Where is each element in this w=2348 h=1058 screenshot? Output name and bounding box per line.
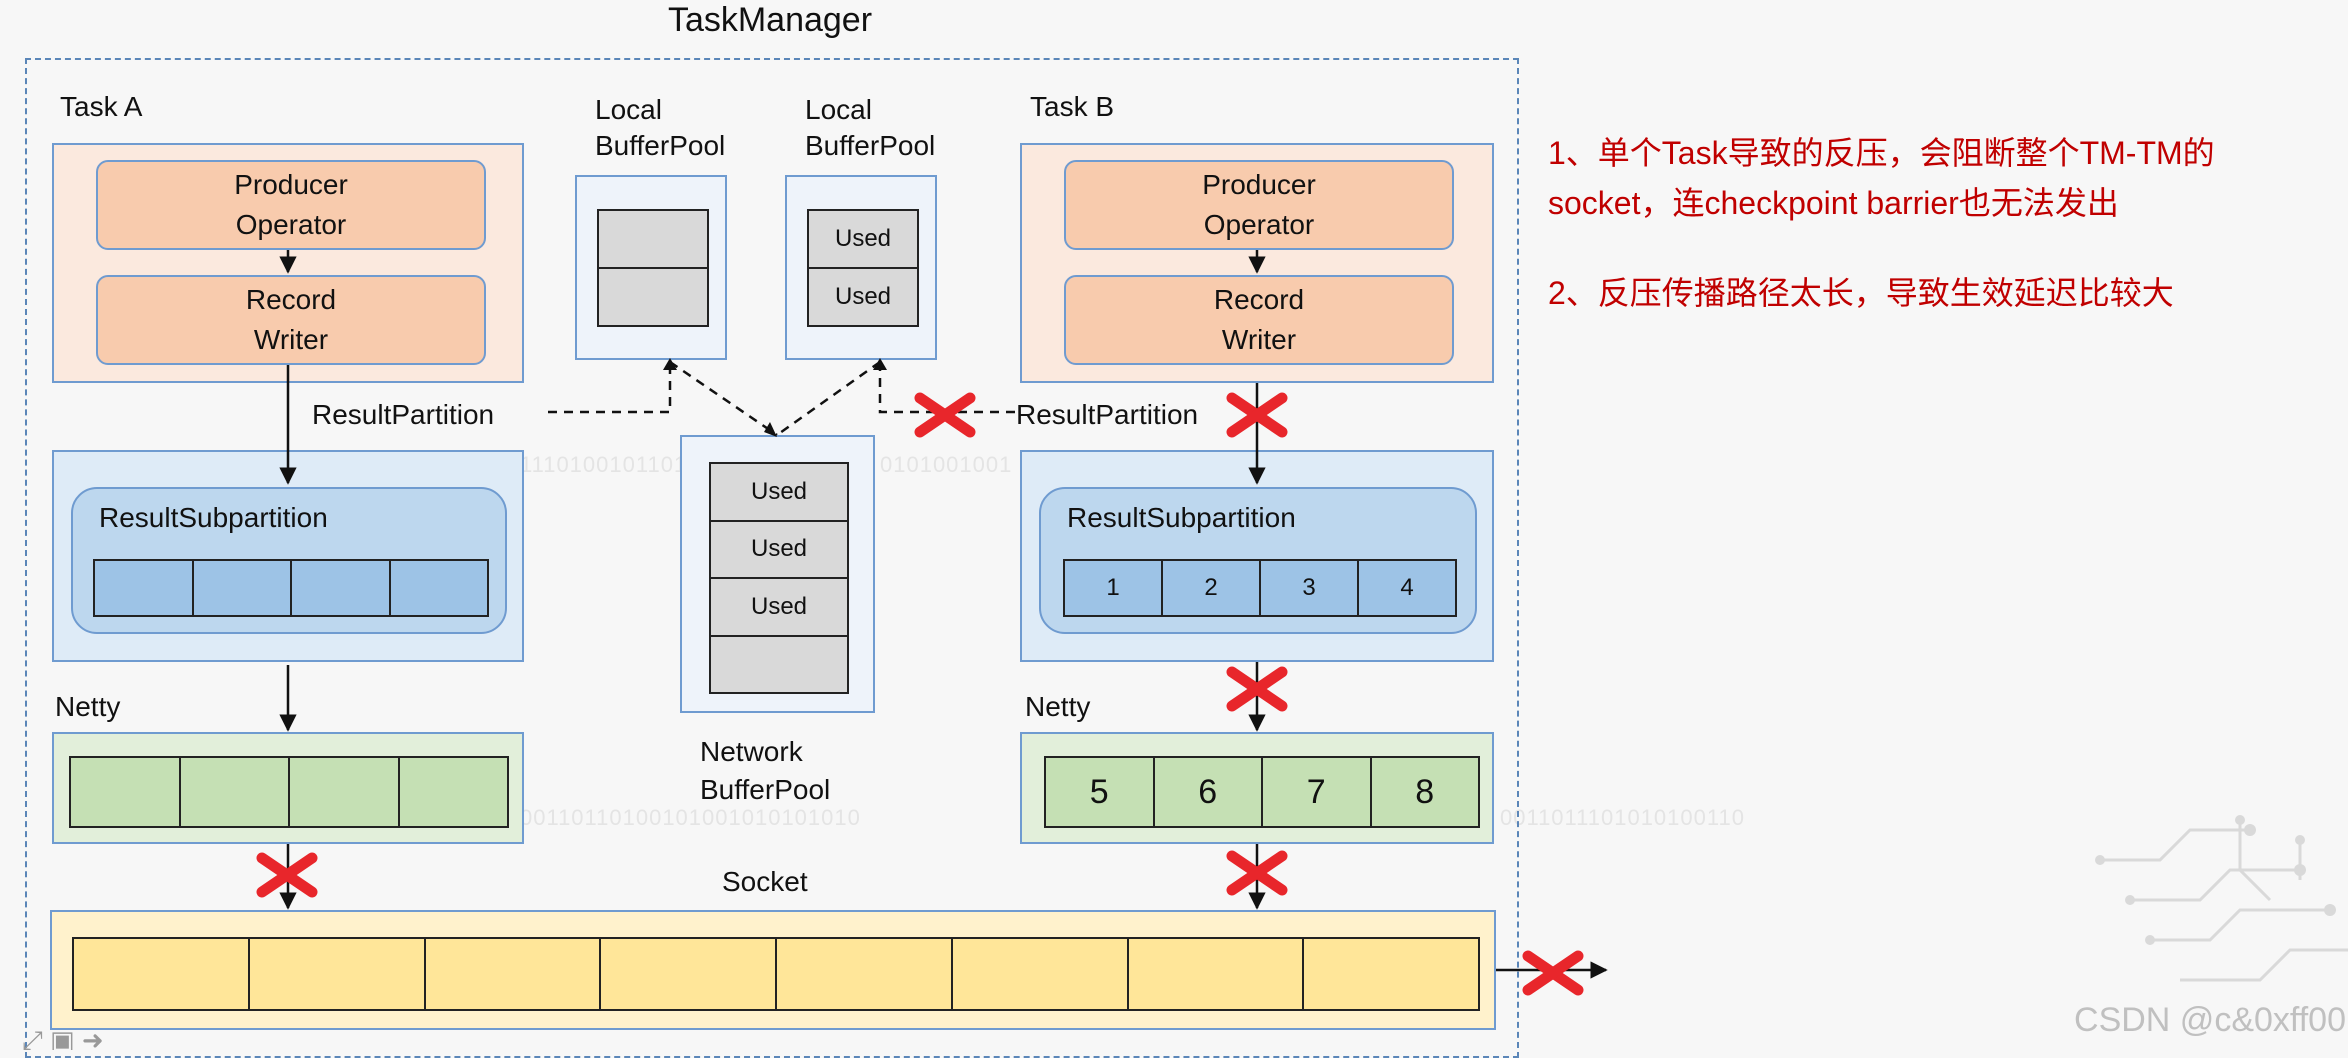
task-b-result-subpartition: ResultSubpartition 1 2 3 4: [1039, 487, 1477, 634]
result-partition-a-label: ResultPartition: [312, 399, 495, 430]
socket-cell: [249, 939, 426, 1009]
netty-cell: [180, 758, 290, 826]
dash-pool1-to-network: [669, 360, 778, 437]
cross-b-subpartition-netty: [1226, 666, 1288, 712]
cross-pool2-link: [914, 392, 976, 438]
netty-b-buffers: 5 6 7 8: [1044, 756, 1480, 828]
result-subpartition-b-label: ResultSubpartition: [1067, 502, 1296, 533]
csdn-watermark: CSDN @c&0xff00: [2074, 1001, 2346, 1039]
netty-cell: 6: [1154, 758, 1263, 826]
netty-cell: 8: [1371, 758, 1478, 826]
dash-pool2-to-network: [776, 360, 881, 437]
task-b-panel: Producer Operator Record Writer: [1020, 143, 1494, 383]
buffer-cell: [193, 561, 292, 615]
cross-b-netty-socket: [1226, 850, 1288, 896]
local-buffer-pool-1: [575, 175, 727, 360]
network-pool-buffers: Used Used Used: [709, 462, 849, 694]
buffer-cell: 3: [1261, 561, 1359, 615]
buffer-cell: 4: [1359, 561, 1455, 615]
cross-a-netty-socket: [256, 852, 318, 898]
netty-a-buffers: [69, 756, 509, 828]
task-b-label: Task B: [1030, 91, 1115, 122]
note-2: 2、反压传播路径太长，导致生效延迟比较大: [1548, 275, 2174, 311]
result-subpartition-a-label: ResultSubpartition: [99, 502, 328, 533]
taskmanager-title: TaskManager: [667, 1, 873, 39]
netty-a-label: Netty: [55, 691, 121, 722]
buffer-cell: [292, 561, 391, 615]
cross-socket-out: [1522, 950, 1584, 996]
socket-cell: [952, 939, 1129, 1009]
task-a-result-partition: ResultSubpartition: [52, 450, 524, 662]
dash-arrowhead: [663, 358, 677, 370]
pool-buffer: [599, 211, 707, 269]
local-buffer-pool-2: Used Used: [785, 175, 937, 360]
local-pool-1-label: Local BufferPool: [595, 94, 726, 161]
task-b-producer-operator: Producer Operator: [1064, 160, 1454, 250]
socket-cell: [74, 939, 250, 1009]
pool-buffer: Used: [711, 579, 847, 637]
binary-watermark: 0011011101010100110: [1500, 805, 1745, 830]
socket-cell: [601, 939, 777, 1009]
local-pool-1-buffers: [597, 209, 709, 327]
netty-cell: [71, 758, 181, 826]
network-pool-label: Network BufferPool: [700, 736, 831, 805]
task-b-record-writer: Record Writer: [1064, 275, 1454, 365]
socket-cell: [1304, 939, 1478, 1009]
dash-arrowhead: [873, 358, 887, 370]
task-a-netty: [52, 732, 524, 844]
socket: [50, 910, 1496, 1030]
netty-cell: [399, 758, 507, 826]
netty-b-label: Netty: [1025, 691, 1091, 722]
dash-arrowhead: [764, 422, 777, 437]
cross-b-partition: [1226, 392, 1288, 438]
netty-cell: [290, 758, 400, 826]
netty-cell: 7: [1263, 758, 1372, 826]
local-pool-2-label: Local BufferPool: [805, 94, 936, 161]
local-pool-2-buffers: Used Used: [807, 209, 919, 327]
socket-cell: [425, 939, 602, 1009]
note-1: 1、单个Task导致的反压，会阻断整个TM-TM的socket，连checkpo…: [1548, 135, 2215, 221]
socket-buffers: [72, 937, 1480, 1011]
socket-cell: [777, 939, 953, 1009]
dash-partition-a-to-pool1: [548, 362, 672, 414]
task-a-producer-operator: Producer Operator: [96, 160, 486, 250]
buffer-cell: [390, 561, 487, 615]
result-partition-b-label: ResultPartition: [1016, 399, 1199, 430]
buffer-cell: [95, 561, 194, 615]
pool-buffer: Used: [711, 522, 847, 579]
pool-buffer: Used: [711, 464, 847, 522]
task-a-label: Task A: [60, 91, 143, 122]
subpartition-a-buffers: [93, 559, 489, 617]
socket-label: Socket: [722, 866, 808, 897]
pool-buffer: Used: [834, 283, 892, 310]
task-a-result-subpartition: ResultSubpartition: [71, 487, 507, 634]
task-b-netty: 5 6 7 8: [1020, 732, 1494, 844]
network-buffer-pool: Used Used Used: [680, 435, 875, 713]
slide-nav-icons[interactable]: ⤢ ▣ ➜: [22, 1030, 104, 1050]
socket-cell: [1128, 939, 1305, 1009]
buffer-cell: 1: [1065, 561, 1163, 615]
binary-watermark: 00110110100101001010101010: [520, 805, 861, 830]
task-b-result-partition: ResultSubpartition 1 2 3 4: [1020, 450, 1494, 662]
netty-cell: 5: [1046, 758, 1155, 826]
binary-watermark: 0101001001: [880, 452, 1013, 477]
buffer-cell: 2: [1163, 561, 1261, 615]
subpartition-b-buffers: 1 2 3 4: [1063, 559, 1457, 617]
task-a-record-writer: Record Writer: [96, 275, 486, 365]
dash-partition-b-to-pool2: [878, 362, 1015, 414]
pool-buffer: Used: [809, 211, 917, 269]
